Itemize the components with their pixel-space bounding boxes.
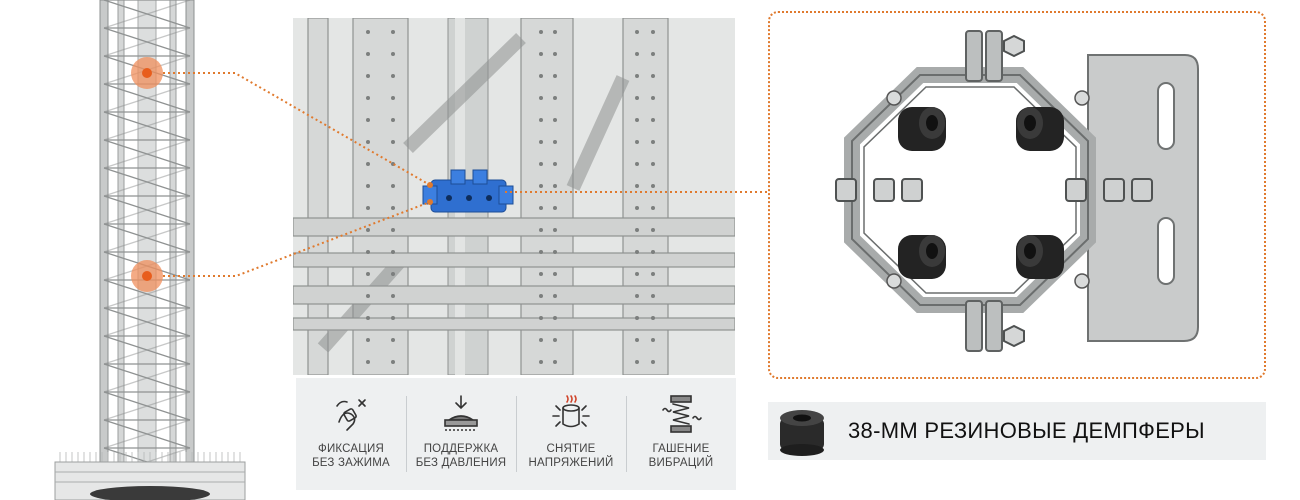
feature-clamp-free: ФИКСАЦИЯ БЕЗ ЗАЖИМА xyxy=(296,378,406,490)
rubber-dampers xyxy=(898,107,1064,279)
feature-label-line1: СНЯТИЕ xyxy=(546,443,596,455)
clamp-detail-panel xyxy=(768,11,1266,379)
feature-strip: ФИКСАЦИЯ БЕЗ ЗАЖИМА ПОДДЕРЖКА БЕЗ ДАВЛЕНИЯ… xyxy=(296,378,736,490)
stress-relief-icon xyxy=(552,395,590,428)
feature-label-line2: ВИБРАЦИЙ xyxy=(648,457,714,469)
feature-pressure-free: ПОДДЕРЖКА БЕЗ ДАВЛЕНИЯ xyxy=(406,378,516,490)
feature-label-line2: БЕЗ ЗАЖИМА xyxy=(312,457,390,469)
pressure-free-icon xyxy=(444,395,478,431)
damper-banner: 38-ММ РЕЗИНОВЫЕ ДЕМПФЕРЫ xyxy=(768,402,1266,460)
feature-label-line1: ФИКСАЦИЯ xyxy=(318,443,384,455)
rubber-damper-icon xyxy=(780,410,824,456)
feature-vibration-damping: ГАШЕНИЕ ВИБРАЦИЙ xyxy=(626,378,736,490)
feature-stress-relief: СНЯТИЕ НАПРЯЖЕНИЙ xyxy=(516,378,626,490)
blue-clamp xyxy=(422,169,514,213)
tower-illustration xyxy=(0,0,270,500)
feature-label-line1: ПОДДЕРЖКА xyxy=(423,443,499,455)
damper-label: 38-ММ РЕЗИНОВЫЕ ДЕМПФЕРЫ xyxy=(848,418,1205,443)
clamp-free-icon xyxy=(336,399,366,431)
feature-label-line1: ГАШЕНИЕ xyxy=(652,443,710,455)
vibration-damping-icon xyxy=(662,395,702,433)
feature-label-line2: БЕЗ ДАВЛЕНИЯ xyxy=(415,457,507,469)
feature-label-line2: НАПРЯЖЕНИЙ xyxy=(528,457,614,469)
octagonal-clamp-render xyxy=(835,30,1199,352)
structure-closeup-render xyxy=(293,18,735,375)
